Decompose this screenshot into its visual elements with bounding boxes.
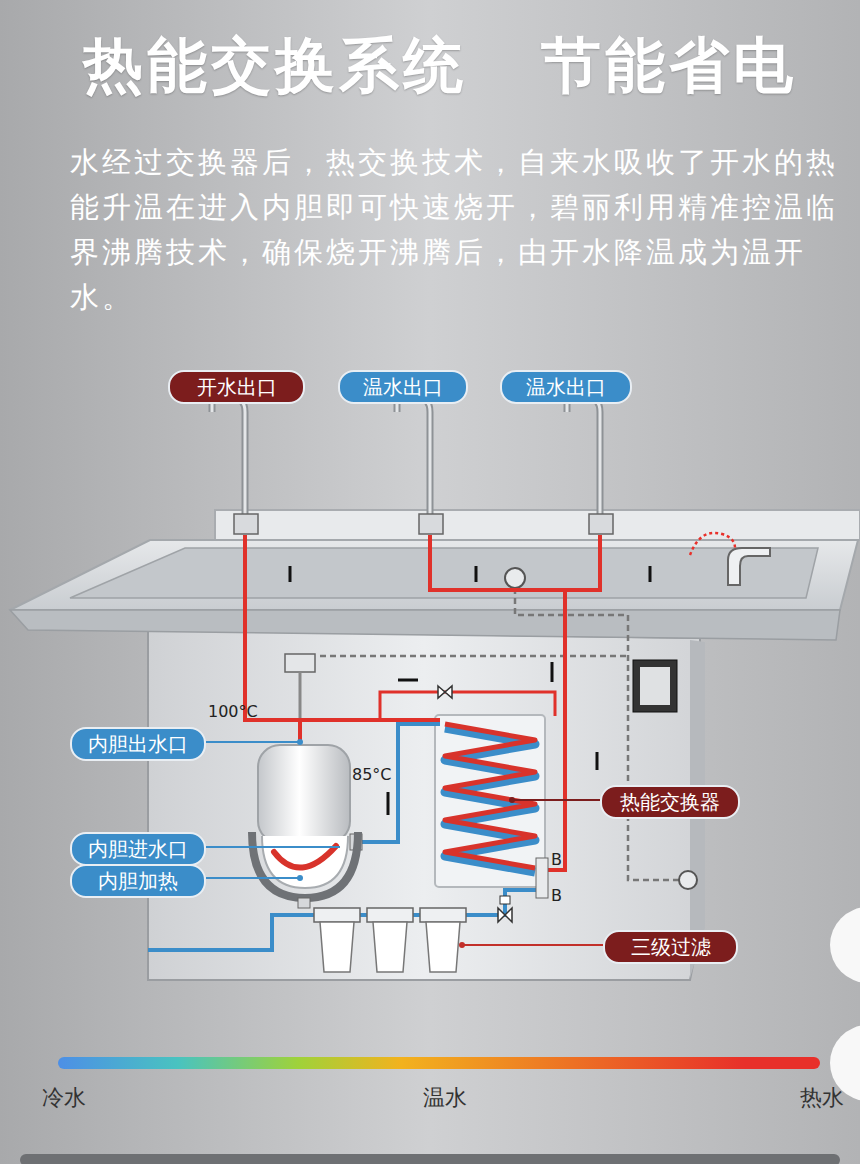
leader-dot (509, 797, 515, 803)
leader-line (512, 799, 600, 801)
tank-outlet-pipe (298, 720, 302, 745)
temperature-label: 85°C (352, 765, 392, 784)
faucet-base (419, 514, 443, 534)
legend-text: 热水 (800, 1083, 844, 1113)
side-tap (728, 548, 770, 585)
faucet-base (234, 514, 258, 534)
spray-arc (690, 533, 735, 555)
filter-cup (320, 922, 354, 972)
water-level-sensor (285, 654, 315, 672)
sensor-rod (299, 672, 302, 720)
filter-cap (420, 908, 466, 922)
drain (505, 568, 525, 588)
callout-text: 三级过滤 (605, 932, 736, 962)
faucet (212, 396, 258, 534)
callout-box: 内胆加热 (70, 864, 206, 898)
mark (289, 566, 292, 582)
mark (551, 662, 554, 682)
tank-drain (298, 898, 310, 908)
faucet (397, 396, 443, 534)
callout-text: 内胆进水口 (72, 834, 204, 864)
faucet-shine (212, 396, 245, 520)
color-scale (58, 1057, 820, 1069)
callout-box: 开水出口 (168, 370, 305, 404)
legend-text: 温水 (423, 1083, 467, 1113)
leader-dot (459, 942, 465, 948)
drain-fitting (679, 871, 697, 889)
legend-swatch (58, 1057, 401, 1069)
callout-box: 内胆出水口 (70, 727, 206, 761)
leader-dot (297, 875, 303, 881)
faucet-pipe (397, 396, 430, 520)
preheated-pipe (352, 724, 440, 842)
faucet-base (589, 514, 613, 534)
callout-text: 开水出口 (170, 372, 303, 402)
mark (649, 566, 652, 582)
heating-element (274, 846, 336, 868)
hot-coil (445, 724, 535, 868)
faucet (567, 396, 613, 534)
warm-riser (545, 590, 565, 870)
callout-box: 温水出口 (500, 370, 632, 404)
filter-cap (314, 908, 360, 922)
ui-bubble (830, 907, 860, 983)
description-text: 水经过交换器后，热交换技术，自来水吸收了开水的热能升温在进入内胆即可快速烧开，碧… (70, 140, 840, 320)
callout-text: 温水出口 (502, 372, 630, 402)
bypass-pipe (380, 692, 555, 720)
valve (498, 908, 512, 922)
valve-head (500, 896, 510, 904)
mark (387, 792, 390, 815)
leader-line (462, 944, 603, 946)
title: 热能交换系统 节能省电 (30, 26, 850, 107)
warm-pipe (430, 535, 600, 590)
filter (314, 908, 360, 972)
port-label: B (551, 850, 562, 869)
callout-text: 内胆出水口 (72, 729, 204, 759)
mark (398, 679, 418, 682)
callout-text: 内胆加热 (72, 866, 204, 896)
control-box (633, 660, 677, 712)
callout-text: 温水出口 (340, 372, 466, 402)
control-window (640, 667, 670, 705)
leader-dot (297, 739, 303, 745)
callout-text: 热能交换器 (602, 787, 738, 817)
valve (438, 686, 452, 698)
filter-cup (426, 922, 460, 972)
callout-box: 三级过滤 (603, 930, 738, 964)
faucet-shine (567, 396, 600, 520)
faucet-pipe (212, 396, 245, 520)
heater-inner (262, 836, 348, 888)
mark (596, 752, 599, 770)
mark (475, 566, 478, 582)
legend-swatch (744, 1057, 820, 1069)
leader-line (206, 846, 340, 848)
counter-top (10, 540, 858, 610)
overflow-pipe (320, 655, 628, 658)
heater-bowl (252, 832, 358, 898)
callout-box: 热能交换器 (600, 785, 740, 819)
callout-box: 内胆进水口 (70, 832, 206, 866)
bottom-bar (20, 1154, 840, 1164)
faucet-pipe (567, 396, 600, 520)
filter-cap (367, 908, 413, 922)
backsplash (215, 510, 860, 540)
counter-edge (10, 610, 840, 640)
temperature-label: 100°C (208, 702, 258, 721)
legend-text: 冷水 (42, 1083, 86, 1113)
faucet-shine (397, 396, 430, 520)
legend-swatch (401, 1057, 744, 1069)
callout-box: 温水出口 (338, 370, 468, 404)
inner-tank (258, 745, 350, 843)
leader-line (206, 741, 300, 743)
port-label: B (551, 886, 562, 905)
leader-line (206, 877, 300, 879)
filter (420, 908, 466, 972)
filter (367, 908, 413, 972)
fitting (536, 858, 548, 898)
filter-cup (373, 922, 407, 972)
